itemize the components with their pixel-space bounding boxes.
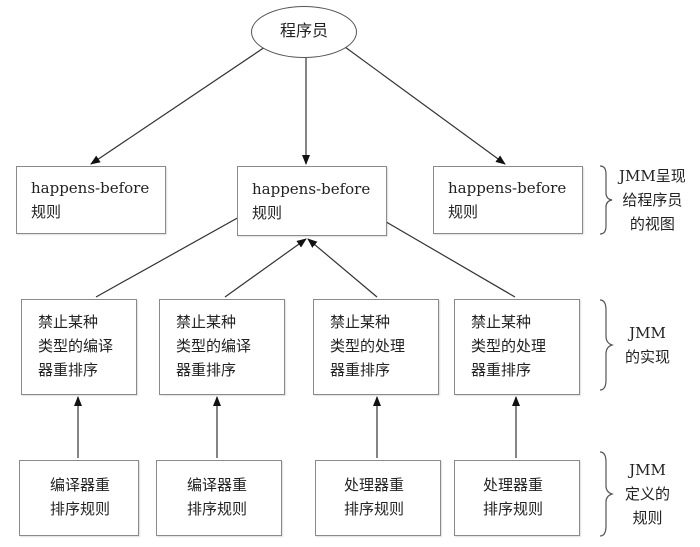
hb-rule-center: happens-before 规则 — [237, 166, 387, 236]
brace-rules — [599, 451, 614, 537]
impl-compiler-2-label: 禁止某种 类型的编译 器重排序 — [176, 313, 252, 379]
rule-compiler-1: 编译器重 排序规则 — [19, 460, 139, 536]
programmer-node: 程序员 — [251, 6, 357, 58]
impl-compiler-1: 禁止某种 类型的编译 器重排序 — [21, 299, 137, 395]
impl-compiler-1-label: 禁止某种 类型的编译 器重排序 — [38, 313, 114, 379]
impl-processor-1: 禁止某种 类型的处理 器重排序 — [313, 299, 439, 395]
rule-compiler-2-label: 编译器重 排序规则 — [187, 476, 248, 518]
rule-compiler-1-label: 编译器重 排序规则 — [50, 476, 111, 518]
hb-rule-center-label: happens-before 规则 — [252, 180, 371, 222]
rule-processor-2-label: 处理器重 排序规则 — [483, 476, 544, 518]
side-label-rules: JMM 定义的 规则 — [625, 461, 671, 527]
arrow-root-to-right-rule — [344, 46, 506, 165]
arrow-root-to-left-rule — [90, 46, 266, 165]
rule-processor-2: 处理器重 排序规则 — [454, 460, 580, 536]
rule-compiler-2: 编译器重 排序规则 — [156, 460, 282, 536]
programmer-label: 程序员 — [279, 21, 328, 40]
hb-rule-right: happens-before 规则 — [433, 166, 583, 234]
hb-rule-left-label: happens-before 规则 — [31, 179, 150, 221]
arrow-impl2-to-center-rule — [224, 238, 307, 298]
hb-rule-right-label: happens-before 规则 — [448, 179, 567, 221]
impl-compiler-2: 禁止某种 类型的编译 器重排序 — [159, 299, 285, 395]
impl-processor-1-label: 禁止某种 类型的处理 器重排序 — [330, 313, 406, 379]
brace-impl — [599, 299, 614, 391]
hb-rule-left: happens-before 规则 — [16, 166, 166, 234]
rule-processor-1: 处理器重 排序规则 — [315, 460, 441, 536]
impl-processor-2-label: 禁止某种 类型的处理 器重排序 — [471, 313, 547, 379]
brace-view — [599, 165, 613, 235]
side-label-impl: JMM 的实现 — [625, 324, 671, 366]
side-label-view: JMM呈现 给程序员 的视图 — [619, 167, 686, 233]
arrow-impl3-to-center-rule — [307, 238, 378, 298]
impl-processor-2: 禁止某种 类型的处理 器重排序 — [454, 299, 580, 395]
rule-processor-1-label: 处理器重 排序规则 — [344, 476, 405, 518]
